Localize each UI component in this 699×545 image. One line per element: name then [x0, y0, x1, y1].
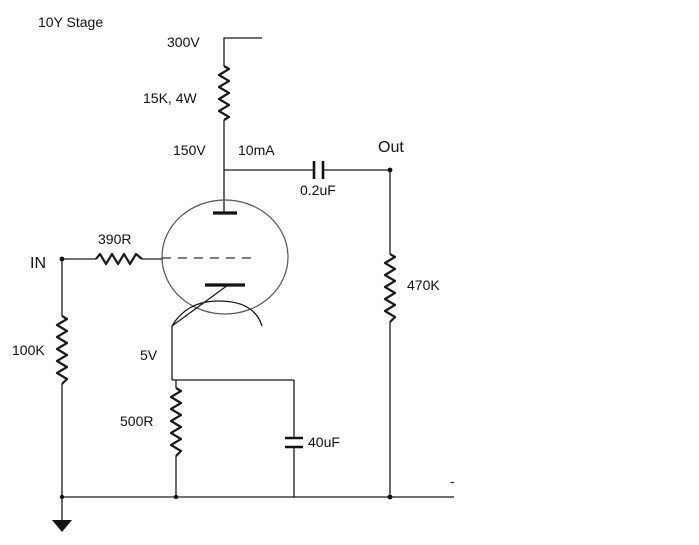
bypass-capacitor	[285, 380, 303, 497]
plate-resistor-label: 15K, 4W	[143, 90, 197, 106]
bypass-capacitor-label: 40uF	[308, 434, 340, 450]
triode-tube	[161, 199, 289, 327]
ground-bus	[59, 494, 454, 500]
tube-heater	[171, 300, 263, 327]
plate-current-label: 10mA	[238, 142, 275, 158]
coupling-capacitor-label: 0.2uF	[300, 182, 336, 198]
grid-leak-resistor	[55, 259, 69, 497]
input-label: IN	[30, 255, 46, 272]
cathode-resistor-label: 500R	[120, 413, 153, 429]
plate-voltage-label: 150V	[173, 142, 206, 158]
cathode-resistor	[169, 380, 183, 497]
supply-rail	[223, 37, 262, 66]
ground-icon	[52, 497, 72, 532]
stray-mark: -	[450, 473, 455, 489]
supply-voltage-label: 300V	[167, 34, 200, 50]
output-resistor	[383, 170, 397, 497]
coupling-capacitor	[224, 161, 390, 179]
grid-leak-label: 100K	[12, 342, 45, 358]
output-resistor-label: 470K	[407, 277, 440, 293]
output-label: Out	[378, 139, 404, 156]
grid-stopper-label: 390R	[98, 231, 131, 247]
plate-resistor	[217, 65, 231, 212]
diagram-title: 10Y Stage	[38, 14, 103, 30]
cathode-voltage-label: 5V	[140, 347, 158, 363]
grid-stopper-resistor	[62, 252, 162, 266]
